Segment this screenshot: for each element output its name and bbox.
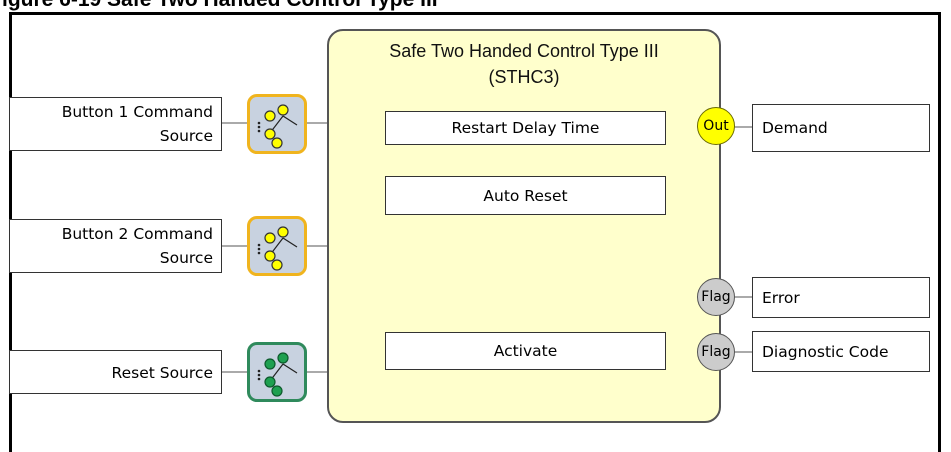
figure-caption: igure 6-19 Safe Two Handed Control Type … <box>0 0 951 12</box>
selector-switch-icon <box>247 342 307 402</box>
input-button2-command-source: Button 2 Command Source <box>9 219 222 273</box>
input-button1-line1: Button 1 Command <box>61 103 213 121</box>
input-button2-line2: Source <box>159 249 213 267</box>
selector-switch-icon <box>247 94 307 154</box>
output-demand: Demand <box>752 104 930 152</box>
output-diagnostic-code: Diagnostic Code <box>752 331 930 372</box>
flag-port-error: Flag <box>697 278 735 316</box>
block-title: Safe Two Handed Control Type III (STHC3) <box>327 38 721 90</box>
block-title-line2: (STHC3) <box>488 67 560 87</box>
figure-caption-text: igure 6-19 Safe Two Handed Control Type … <box>2 0 438 12</box>
param-auto-reset: Auto Reset <box>385 176 666 215</box>
input-button2-line1: Button 2 Command <box>61 225 213 243</box>
output-error: Error <box>752 277 930 318</box>
param-activate: Activate <box>385 332 666 370</box>
flag-port-diagnostic: Flag <box>697 333 735 371</box>
block-title-line1: Safe Two Handed Control Type III <box>389 41 659 61</box>
input-button1-line2: Source <box>159 127 213 145</box>
selector-switch-icon <box>247 216 307 276</box>
out-port: Out <box>697 107 735 145</box>
param-restart-delay-time: Restart Delay Time <box>385 111 666 145</box>
input-reset-source: Reset Source <box>9 350 222 394</box>
input-button1-command-source: Button 1 Command Source <box>9 97 222 151</box>
